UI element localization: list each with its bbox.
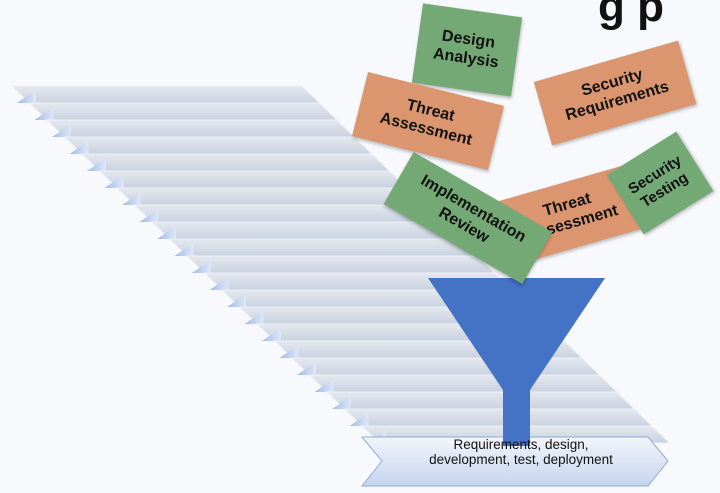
- stair-step: [115, 187, 426, 206]
- stair-edge: [34, 107, 54, 120]
- stair-step: [168, 238, 479, 257]
- stair-step: [290, 357, 601, 376]
- stair-edge: [314, 379, 334, 392]
- stair-edge: [349, 413, 369, 426]
- stair-edge: [157, 226, 176, 239]
- output-arrow-label: Requirements, design, development, test,…: [429, 437, 613, 468]
- output-arrow: [360, 436, 669, 487]
- stair-edge: [227, 294, 246, 307]
- stair-edge: [104, 175, 124, 188]
- stair-step: [28, 102, 339, 121]
- stair-edge: [52, 124, 71, 137]
- stair-step: [150, 221, 461, 240]
- stair-edge: [332, 396, 351, 409]
- stair-step: [63, 136, 374, 155]
- stair-edge: [192, 260, 211, 273]
- stair-step: [185, 255, 496, 274]
- stair-edge: [209, 277, 229, 290]
- stair-edge: [139, 209, 159, 222]
- funnel-icon: [428, 278, 605, 446]
- stair-edge: [297, 362, 316, 375]
- stair-edge: [87, 158, 106, 171]
- stair-step: [343, 408, 654, 427]
- stair-edge: [262, 328, 281, 341]
- design-analysis-card: Design Analysis: [411, 3, 523, 97]
- stair-edge: [17, 90, 36, 103]
- stair-step: [10, 85, 321, 104]
- stair-step: [308, 374, 619, 393]
- title-fragment: g p: [598, 0, 664, 31]
- stair-step: [98, 170, 409, 189]
- stair-step: [45, 119, 356, 138]
- stair-edge: [244, 311, 264, 324]
- stair-edge: [69, 141, 89, 154]
- stair-edge: [174, 243, 194, 256]
- stair-step: [325, 391, 636, 410]
- stair-edge: [122, 192, 141, 205]
- stair-edge: [279, 345, 299, 358]
- stair-step: [80, 153, 391, 172]
